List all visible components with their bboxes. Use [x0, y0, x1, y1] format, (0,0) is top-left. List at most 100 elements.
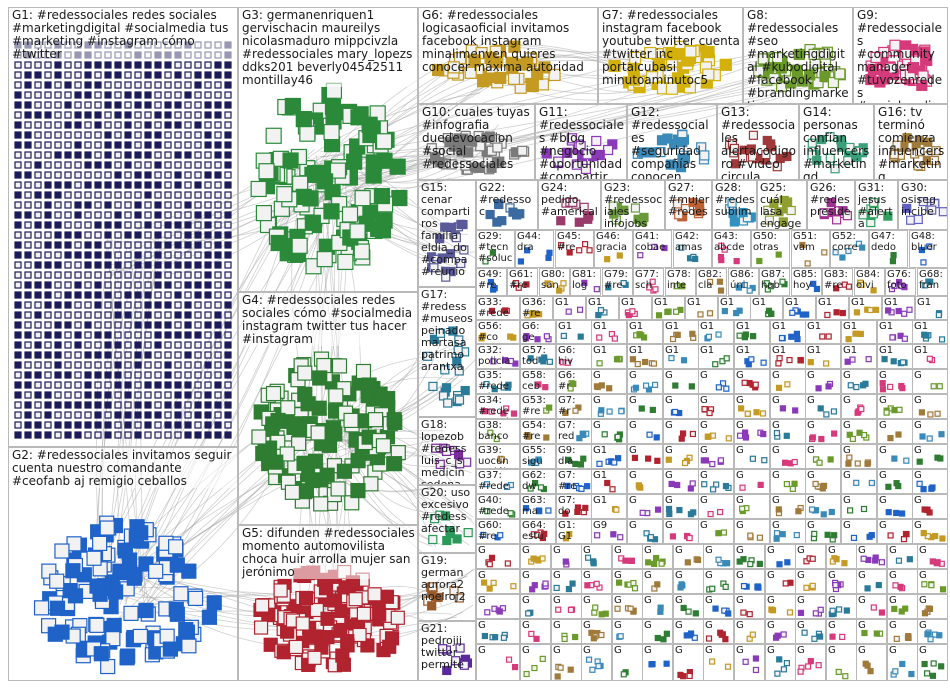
- small-group-cell: G: [734, 419, 770, 444]
- vertex-node: [184, 61, 192, 69]
- vertex-node: [905, 634, 912, 641]
- vertex-node: [672, 382, 679, 389]
- vertex-node: [134, 411, 142, 419]
- group-label: G47: dedo: [871, 231, 896, 253]
- vertex-node: [84, 281, 92, 289]
- vertex-node: [916, 458, 923, 465]
- vertex-node: [486, 561, 493, 568]
- vertex-node: [214, 81, 222, 89]
- vertex-node: [444, 137, 455, 148]
- group-g2: G2: #redessociales invitamos seguir cuen…: [8, 447, 238, 681]
- vertex-node: [224, 251, 232, 259]
- vertex-node: [164, 241, 172, 249]
- small-group-cell: G1: [591, 494, 627, 519]
- group-label: G9: dia: [558, 445, 576, 467]
- vertex-node: [134, 391, 142, 399]
- vertex-node: [723, 355, 730, 362]
- vertex-node: [64, 101, 72, 109]
- vertex-node: [134, 191, 142, 199]
- vertex-node: [716, 508, 724, 516]
- vertex-node: [684, 559, 691, 566]
- vertex-node: [879, 386, 887, 393]
- small-group-cell: G1: [849, 296, 882, 320]
- small-group-cell: G1: [770, 320, 806, 344]
- vertex-node: [500, 634, 507, 641]
- vertex-node: [44, 241, 52, 249]
- vertex-node: [64, 261, 72, 269]
- vertex-node: [307, 650, 322, 665]
- group-label: G6: #redessociales logicasaoficial invit…: [422, 8, 584, 74]
- vertex-node: [204, 61, 212, 69]
- vertex-node: [14, 231, 22, 239]
- group-label: G: [478, 545, 486, 556]
- small-group-cell: G87: hab: [759, 268, 790, 296]
- vertex-node: [124, 261, 132, 269]
- vertex-node: [204, 351, 212, 359]
- group-label: G: [736, 470, 744, 481]
- group-label: G28: #redes sublim: [715, 181, 755, 218]
- vertex-node: [34, 91, 42, 99]
- vertex-node: [24, 301, 32, 309]
- vertex-node: [134, 81, 142, 89]
- vertex-node: [296, 455, 312, 471]
- vertex-node: [850, 534, 858, 542]
- vertex-node: [291, 237, 308, 254]
- vertex-node: [595, 663, 602, 670]
- vertex-node: [610, 531, 617, 538]
- vertex-node: [174, 241, 182, 249]
- small-group-cell: G42: amas: [673, 230, 712, 268]
- group-label: G7: #redessociales instagram facebook yo…: [602, 8, 740, 87]
- vertex-node: [224, 401, 232, 409]
- vertex-node: [94, 211, 102, 219]
- vertex-node: [34, 121, 42, 129]
- vertex-node: [114, 281, 122, 289]
- group-label: G13: #redessociales alertacodigoro #vide…: [721, 105, 796, 180]
- vertex-node: [34, 401, 42, 409]
- vertex-node: [214, 331, 222, 339]
- vertex-node: [786, 356, 793, 364]
- vertex-node: [154, 241, 162, 249]
- group-label: G1: [879, 345, 894, 356]
- vertex-node: [134, 141, 142, 149]
- vertex-node: [740, 609, 747, 616]
- vertex-node: [668, 139, 680, 150]
- small-group-cell: G1: [816, 296, 849, 320]
- vertex-node: [104, 261, 112, 269]
- vertex-node: [174, 211, 182, 219]
- vertex-node: [204, 421, 212, 429]
- small-group-cell: G68: fran: [917, 268, 948, 296]
- group-label: G: [807, 370, 815, 381]
- small-group-cell: G1: [877, 320, 913, 344]
- vertex-node: [84, 421, 92, 429]
- vertex-node: [124, 71, 132, 79]
- vertex-node: [923, 670, 931, 677]
- vertex-node: [297, 365, 313, 381]
- vertex-node: [194, 321, 202, 329]
- vertex-node: [224, 161, 232, 169]
- vertex-node: [64, 151, 72, 159]
- vertex-node: [184, 181, 192, 189]
- vertex-node: [34, 291, 42, 299]
- vertex-node: [653, 554, 660, 562]
- vertex-node: [24, 201, 32, 209]
- vertex-node: [878, 73, 890, 85]
- vertex-node: [452, 534, 462, 544]
- vertex-node: [119, 650, 135, 666]
- vertex-node: [715, 384, 722, 391]
- vertex-node: [174, 421, 182, 429]
- vertex-node: [154, 341, 162, 349]
- small-group-cell: G: [912, 394, 948, 419]
- vertex-node: [715, 530, 722, 537]
- vertex-node: [367, 587, 382, 602]
- vertex-node: [84, 71, 92, 79]
- vertex-node: [705, 333, 713, 340]
- vertex-node: [742, 658, 749, 665]
- vertex-node: [689, 480, 696, 487]
- vertex-node: [14, 421, 22, 429]
- vertex-node: [372, 607, 387, 622]
- vertex-node: [164, 381, 172, 389]
- small-group-cell: G: [805, 394, 841, 419]
- small-group-cell: G1: [663, 344, 699, 369]
- vertex-node: [565, 308, 572, 315]
- small-group-cell: G: [663, 369, 699, 394]
